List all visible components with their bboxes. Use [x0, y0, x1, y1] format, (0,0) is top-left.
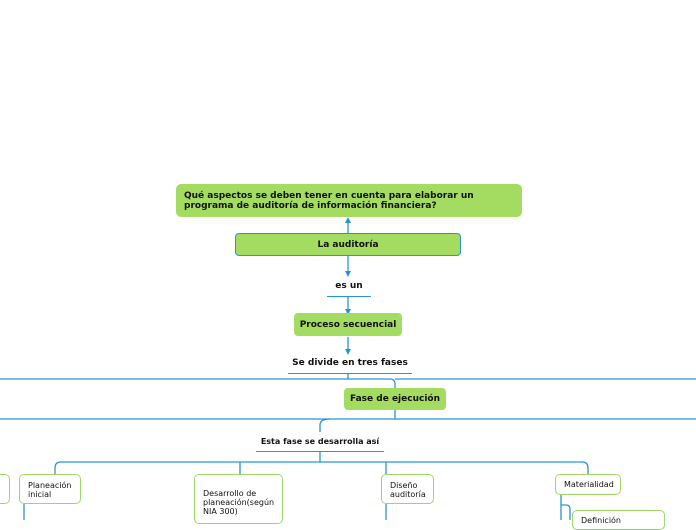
- esta-fase-underline: [256, 451, 384, 452]
- diseno-auditoria-node[interactable]: Diseño auditoría: [381, 474, 434, 504]
- planeacion-inicial-text: Planeación inicial: [28, 481, 72, 499]
- planeacion-inicial-node[interactable]: Planeación inicial: [19, 474, 81, 504]
- connector-materialidad-branch: [561, 504, 571, 520]
- fase-ejecucion-text: Fase de ejecución: [349, 394, 440, 404]
- question-node[interactable]: Qué aspectos se deben tener en cuenta pa…: [176, 184, 522, 217]
- connector-to-esta-fase: [319, 418, 331, 432]
- connector-phases-bracket-top: [0, 378, 396, 388]
- esta-fase-text: Esta fase se desarrolla así: [260, 437, 380, 446]
- esta-fase-label[interactable]: Esta fase se desarrolla así: [256, 437, 384, 452]
- desarrollo-planeacion-text: Desarrollo de planeación(según NIA 300): [203, 489, 275, 516]
- definicion-text: Definición: [581, 516, 621, 525]
- es-un-underline: [327, 296, 371, 297]
- auditoria-text: La auditoría: [317, 239, 379, 250]
- proceso-text: Proceso secuencial: [299, 319, 397, 330]
- question-text: Qué aspectos se deben tener en cuenta pa…: [184, 190, 474, 211]
- se-divide-label[interactable]: Se divide en tres fases: [288, 358, 412, 374]
- es-un-label[interactable]: es un: [327, 281, 371, 297]
- auditoria-node[interactable]: La auditoría: [235, 233, 461, 256]
- fase-ejecucion-node[interactable]: Fase de ejecución: [344, 388, 446, 410]
- desarrollo-planeacion-node[interactable]: Desarrollo de planeación(según NIA 300): [194, 474, 283, 524]
- es-un-text: es un: [335, 281, 363, 291]
- se-divide-text: Se divide en tres fases: [292, 358, 408, 368]
- diseno-auditoria-text: Diseño auditoría: [390, 481, 426, 499]
- left-offscreen-node[interactable]: [0, 474, 10, 504]
- materialidad-text: Materialidad: [564, 480, 614, 489]
- se-divide-underline: [288, 373, 412, 374]
- proceso-node[interactable]: Proceso secuencial: [294, 313, 402, 336]
- definicion-node[interactable]: Definición: [572, 510, 665, 530]
- connector-children-bracket: [54, 461, 589, 474]
- materialidad-node[interactable]: Materialidad: [555, 474, 621, 495]
